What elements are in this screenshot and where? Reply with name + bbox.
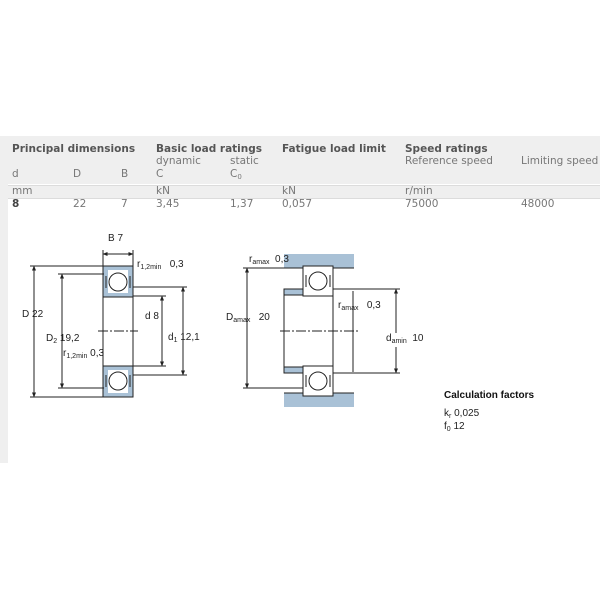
label-d-value: 8 [153,311,159,322]
label-ra-mid: ramax 0,3 [338,300,381,314]
shaft-shoulder-top [283,288,304,296]
symbol-d: d [12,168,19,180]
factor-f0-sub: 0 [446,426,451,433]
factor-kr: kr 0,025 [444,408,479,422]
label-r12-bottom-value: 0,3 [90,348,105,359]
symbol-C0-base: C [230,168,238,180]
header-fatigue-load-limit: Fatigue load limit [282,143,386,155]
label-D-symbol: D [22,309,30,320]
value-reference-speed: 75000 [405,198,439,210]
left-gutter [0,136,8,463]
symbol-B: B [121,168,129,180]
label-da-sub: amin [391,338,407,345]
label-d-symbol: d [145,311,151,322]
value-C0: 1,37 [230,198,254,210]
abutment-drawing [243,254,400,407]
factor-kr-sub: r [449,413,452,420]
value-fatigue-limit: 0,057 [282,198,313,210]
label-ra-top-value: 0,3 [275,254,289,265]
housing-bottom [284,393,354,407]
label-r12-top-symbol: r [137,259,141,270]
factor-f0-symbol: f [444,421,447,432]
value-C: 3,45 [156,198,180,210]
subheader-dynamic: dynamic [156,155,201,167]
label-ra-top-sub: amax [252,259,270,266]
label-ra-mid-value: 0,3 [366,300,381,311]
label-B-symbol: B [108,233,115,244]
label-B-value: 7 [117,233,124,244]
label-D2-sub: 2 [53,338,58,345]
value-d: 8 [12,198,20,210]
label-d: d 8 [145,311,159,322]
label-D2-symbol: D [46,333,54,344]
subheader-limiting-speed: Limiting speed [521,155,599,167]
housing-top [284,254,354,268]
unit-rpm: r/min [405,185,433,197]
label-Da: Damax 20 [226,312,270,326]
label-r12-bottom-symbol: r [63,348,67,359]
subheader-static: static [230,155,259,167]
value-B: 7 [121,198,128,210]
label-D2-value: 19,2 [59,333,80,344]
label-d1-sub: 1 [173,337,178,344]
unit-kn-load: kN [156,185,170,197]
factor-f0-value: 12 [453,421,465,432]
label-ra-top: ramax 0,3 [249,254,289,268]
label-d1-value: 12,1 [180,332,200,343]
ball-bottom [108,371,128,391]
ball-top [108,272,128,292]
label-r12-top-sub: 1,2min [140,264,162,271]
header-principal-dimensions: Principal dimensions [12,143,136,155]
unit-kn-fatigue: kN [282,185,296,197]
label-da: damin 10 [386,333,424,347]
label-da-symbol: d [386,333,392,344]
bearing-cross-section [30,250,187,398]
label-r12-top: r1,2min 0,3 [137,259,184,273]
label-ra-top-symbol: r [249,254,253,265]
value-limiting-speed: 48000 [521,198,555,210]
header-speed-ratings: Speed ratings [405,143,488,155]
abut-bearing-bottom [302,365,334,397]
label-ra-mid-symbol: r [338,300,342,311]
label-D2: D2 19,2 [46,333,79,347]
label-Da-symbol: D [226,312,234,323]
label-ra-mid-sub: amax [341,305,359,312]
shaft-shoulder-bottom [283,366,304,374]
factor-f0: f0 12 [444,421,465,435]
label-D: D 22 [22,309,43,320]
label-Da-sub: amax [233,317,251,324]
label-d1: d1 12,1 [168,332,200,346]
symbol-C0: C0 [230,168,242,183]
symbol-C: C [156,168,164,180]
table-header-background [8,136,600,184]
label-B: B 7 [108,233,123,244]
value-D: 22 [73,198,87,210]
unit-mm: mm [12,185,33,197]
symbol-C0-sub: 0 [237,173,242,181]
factor-kr-symbol: k [444,408,449,419]
symbol-D: D [73,168,82,180]
label-r12-bottom: r1,2min 0,3 [63,348,104,362]
label-da-value: 10 [412,333,424,344]
header-basic-load-ratings: Basic load ratings [156,143,263,155]
factor-kr-value: 0,025 [454,408,480,419]
label-r12-top-value: 0,3 [169,259,184,270]
label-Da-value: 20 [258,312,270,323]
label-d1-symbol: d [168,332,174,343]
label-r12-bottom-sub: 1,2min [66,353,88,360]
calculation-factors-title: Calculation factors [444,390,535,401]
subheader-reference-speed: Reference speed [405,155,493,167]
label-D-value: 22 [32,309,44,320]
table-units-row [8,185,600,199]
